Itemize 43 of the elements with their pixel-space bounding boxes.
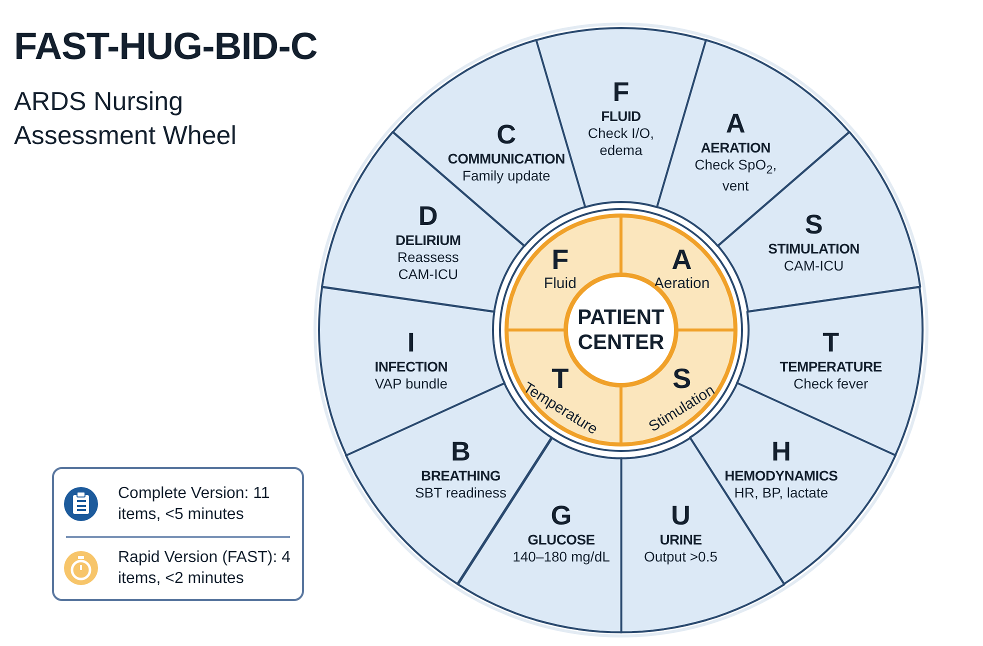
segment-detail: Check I/O, edema — [586, 125, 656, 159]
segment-letter: C — [496, 119, 516, 150]
segment-title: GLUCOSE — [528, 530, 595, 549]
quadrant-word: Fluid — [544, 275, 576, 294]
segment-title: INFECTION — [374, 358, 448, 376]
segment-letter: S — [804, 209, 823, 240]
legend-text: Rapid Version (FAST): 4 items, <2 minutes — [118, 548, 292, 589]
segment-title: BREATHING — [421, 466, 500, 484]
segment-letter: B — [451, 436, 471, 466]
segment-detail: 140–180 mg/dL — [512, 548, 611, 566]
segment-detail: Reassess CAM-ICU — [396, 248, 460, 283]
quadrant-letter: S — [672, 364, 692, 394]
segment-detail: Check fever — [792, 376, 870, 393]
segment-letter: G — [550, 500, 572, 531]
quadrant-letter: A — [672, 245, 692, 276]
segment-letter: F — [612, 77, 630, 107]
segment-letter: D — [418, 200, 438, 231]
segment-detail: HR, BP, lactate — [733, 484, 830, 502]
segment-title: AERATION — [700, 138, 770, 156]
segment-letter: H — [771, 436, 791, 466]
segment-letter: T — [822, 328, 840, 358]
segment-title: STIMULATION — [768, 239, 860, 258]
segment-title: DELIRIUM — [396, 230, 461, 249]
segment-detail: SBT readiness — [414, 484, 508, 502]
title: FAST-HUG-BID-C — [14, 26, 318, 69]
segment-title: TEMPERATURE — [780, 358, 882, 376]
center-label: PATIENT CENTER — [576, 305, 666, 355]
quadrant-word: Aeration — [654, 275, 710, 294]
segment-title: URINE — [660, 530, 702, 549]
legend-text: Complete Version: 11 items, <5 minutes — [118, 484, 271, 525]
segment-detail: CAM-ICU — [782, 257, 845, 274]
segment-title: FLUID — [601, 107, 641, 125]
segment-letter: I — [407, 328, 415, 358]
segment-letter: U — [670, 500, 690, 531]
subtitle: ARDS Nursing Assessment Wheel — [14, 85, 238, 152]
segment-detail: Output >0.5 — [642, 548, 718, 566]
segment-detail: Check SpO$_{2}$, vent — [694, 156, 778, 196]
segment-detail: Family update — [461, 167, 552, 184]
quadrant-letter: F — [552, 245, 569, 276]
segment-letter: A — [726, 108, 746, 138]
segment-detail: VAP bundle — [374, 376, 448, 393]
segment-title: COMMUNICATION — [448, 149, 565, 168]
segment-title: HEMODYNAMICS — [724, 466, 838, 484]
